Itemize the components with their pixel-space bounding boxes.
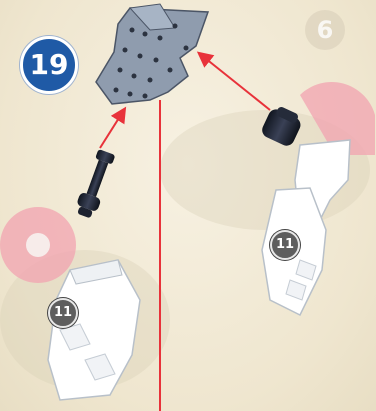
hub-block bbox=[96, 4, 208, 104]
pink-disc-left bbox=[0, 207, 76, 283]
white-bracket-left bbox=[48, 260, 140, 400]
arrow-left bbox=[100, 110, 124, 148]
connector-peg-left-shape bbox=[73, 148, 117, 219]
step-number-badge: 19 bbox=[20, 36, 78, 94]
quantity-badge-right: 11 bbox=[270, 230, 300, 260]
quantity-badge-left: 11 bbox=[48, 298, 78, 328]
connector-peg-right-shape bbox=[260, 103, 305, 148]
arrow-right bbox=[200, 54, 270, 110]
white-bracket-right bbox=[262, 140, 350, 315]
